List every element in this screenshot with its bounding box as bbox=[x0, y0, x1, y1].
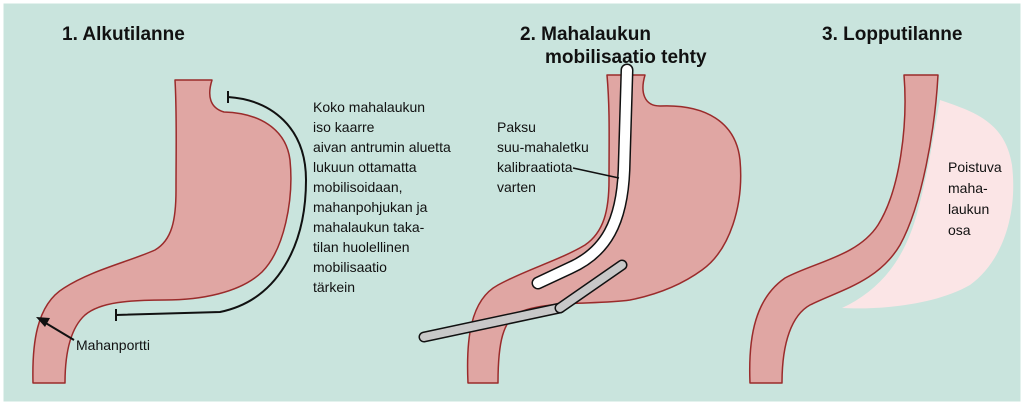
annotation-line: tärkein bbox=[313, 279, 355, 295]
annotation-line: aivan antrumin aluetta bbox=[313, 139, 451, 155]
annotation-line: tilan huolellinen bbox=[313, 239, 410, 255]
removed-label-line: Poistuva bbox=[948, 159, 1002, 175]
panel1-title: 1. Alkutilanne bbox=[62, 24, 185, 45]
tube-label-line: varten bbox=[497, 179, 536, 195]
pylorus-label: Mahanportti bbox=[76, 337, 150, 353]
annotation-line: mahanpohjukan ja bbox=[313, 199, 428, 215]
panel2-title-line1: 2. Mahalaukun bbox=[520, 24, 651, 45]
removed-label-line: osa bbox=[948, 222, 971, 238]
annotation-line: mobilisoidaan, bbox=[313, 179, 403, 195]
tube-label-line: suu-mahaletku bbox=[497, 139, 589, 155]
annotation-line: mobilisaatio bbox=[313, 259, 387, 275]
tube-label-line: Paksu bbox=[497, 119, 536, 135]
panel3-title: 3. Lopputilanne bbox=[822, 24, 962, 45]
annotation-line: iso kaarre bbox=[313, 119, 375, 135]
annotation-line: lukuun ottamatta bbox=[313, 159, 417, 175]
removed-label-line: maha- bbox=[948, 180, 988, 196]
annotation-line: mahalaukun taka- bbox=[313, 219, 425, 235]
tube-label-line: kalibraatiota bbox=[497, 159, 573, 175]
removed-label-line: laukun bbox=[948, 201, 989, 217]
annotation-line: Koko mahalaukun bbox=[313, 99, 425, 115]
